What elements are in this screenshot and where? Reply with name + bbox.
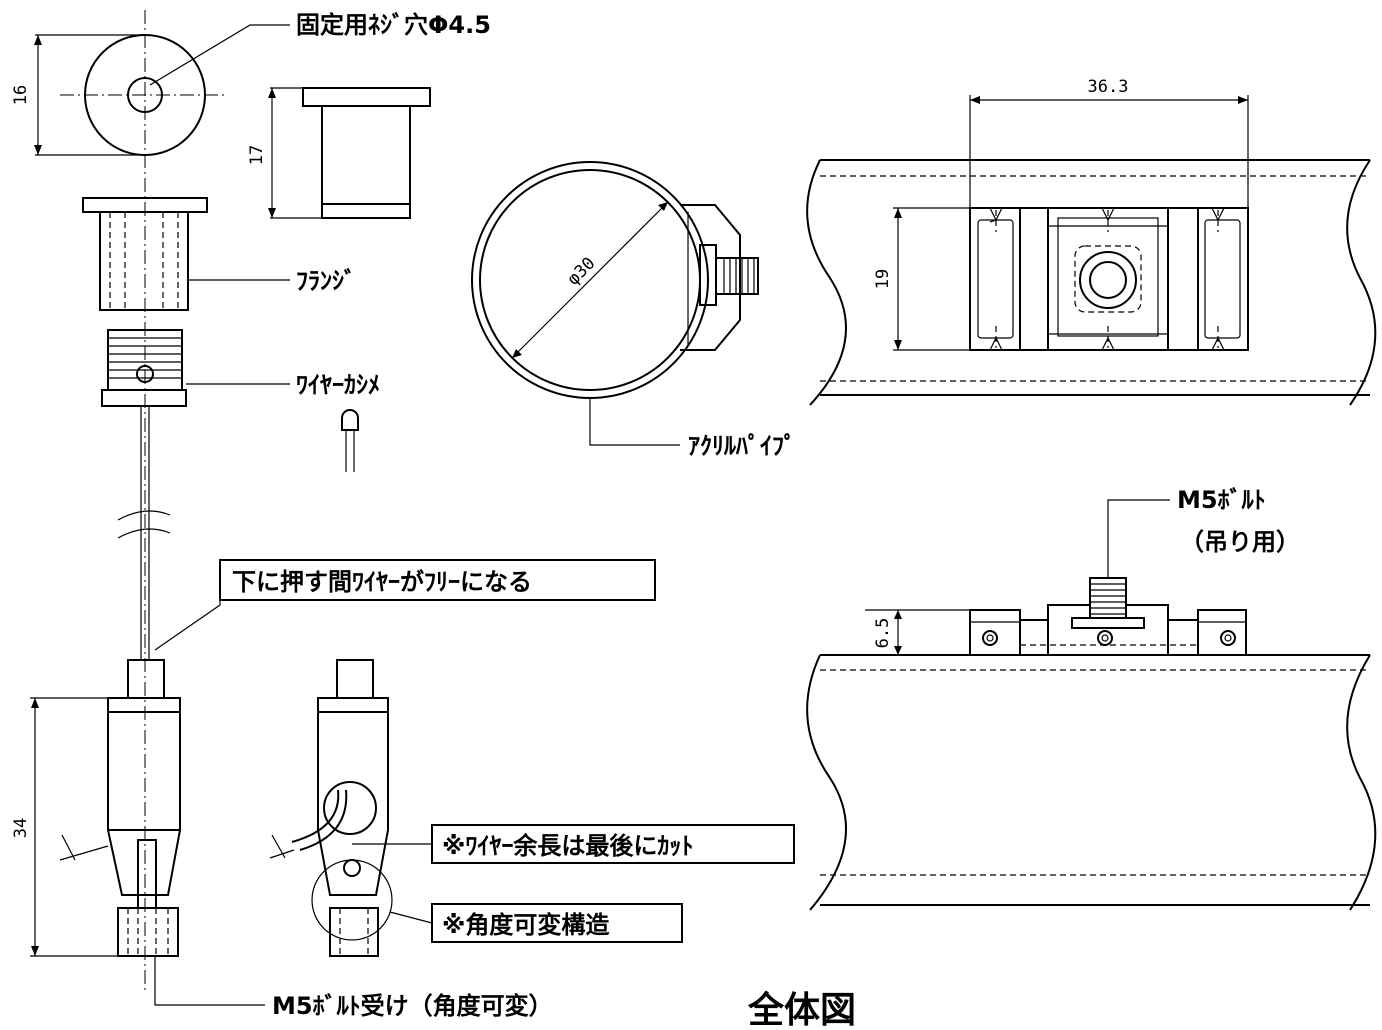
dim-34: 34 (11, 818, 31, 838)
acrylic-pipe-label: ｱｸﾘﾙﾊﾟｲﾌﾟ (688, 432, 796, 460)
overall-view-title: 全体図 (747, 989, 856, 1030)
press-free-callout: 下に押す間ﾜｲﾔｰがﾌﾘｰになる (154, 559, 656, 651)
pipe-cross-section: φ30 ｱｸﾘﾙﾊﾟｲﾌﾟ (471, 161, 796, 460)
dim-36-3: 36.3 (1088, 77, 1129, 97)
hanging-label: （吊り用） (1180, 528, 1300, 556)
screw-hole-label: 固定用ﾈｼﾞ穴Φ4.5 (296, 11, 491, 39)
wire-cut-label: ※ﾜｲﾔｰ余長は最後にｶｯﾄ (442, 832, 693, 860)
dim-19: 19 (873, 269, 893, 289)
flange-side-view: 17 (247, 87, 431, 219)
side-view-pipe: M5ﾎﾞﾙﾄ （吊り用） 6.5 (806, 486, 1377, 911)
bolt-receiver-label: M5ﾎﾞﾙﾄ受け（角度可変） (272, 992, 553, 1020)
m5-bolt-label: M5ﾎﾞﾙﾄ (1177, 486, 1266, 514)
cap-top-view: 16 固定用ﾈｼﾞ穴Φ4.5 (11, 10, 491, 990)
angle-variable-label: ※角度可変構造 (442, 911, 609, 939)
dim-17: 17 (247, 145, 267, 165)
flange-label: ﾌﾗﾝｼﾞ (296, 267, 356, 295)
top-view-pipe: 36.3 19 (806, 77, 1377, 406)
hanger-body-right: ※ﾜｲﾔｰ余長は最後にｶｯﾄ ※角度可変構造 (269, 659, 795, 957)
dim-phi30: φ30 (564, 254, 600, 290)
hanger-body-left: 34 M5ﾎﾞﾙﾄ受け（角度可変） (11, 659, 553, 1020)
wire-caulk-part: ﾜｲﾔｰｶｼﾒ (101, 329, 380, 472)
wire (117, 406, 171, 660)
press-free-label: 下に押す間ﾜｲﾔｰがﾌﾘｰになる (232, 568, 532, 596)
dim-16: 16 (11, 85, 31, 105)
flange-part: ﾌﾗﾝｼﾞ (82, 197, 356, 311)
dim-6-5: 6.5 (873, 618, 893, 649)
wire-caulk-label: ﾜｲﾔｰｶｼﾒ (296, 371, 380, 399)
